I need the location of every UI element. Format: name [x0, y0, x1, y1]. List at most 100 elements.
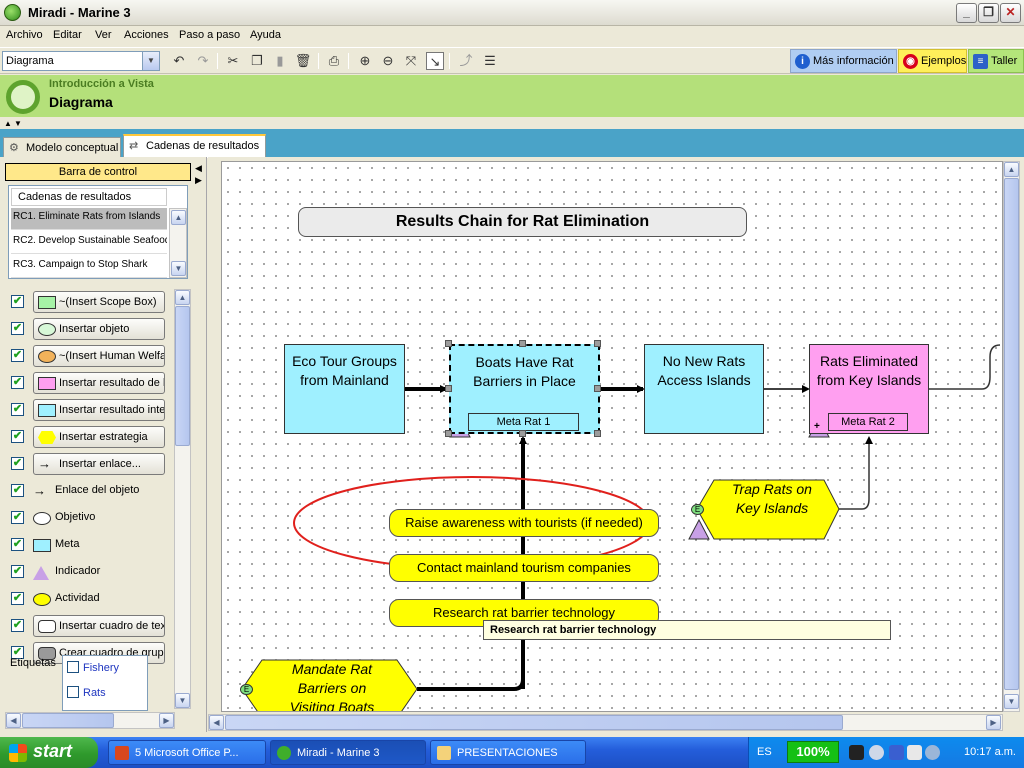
- more-info-button[interactable]: i Más información: [790, 49, 897, 73]
- zoom-out-icon[interactable]: ⊖: [382, 53, 394, 68]
- canvas-vscrollbar[interactable]: ▲ ▼: [1003, 161, 1020, 712]
- menu-paso-a-paso[interactable]: Paso a paso: [179, 29, 241, 41]
- selection-handle[interactable]: [445, 340, 452, 347]
- language-indicator[interactable]: ES: [757, 746, 772, 758]
- print-icon[interactable]: ⎙: [328, 53, 340, 68]
- collapse-up-icon[interactable]: ▲: [4, 119, 12, 128]
- scroll-thumb[interactable]: [225, 715, 843, 730]
- legend-insert-button[interactable]: Insertar objeto: [33, 318, 165, 340]
- selection-handle[interactable]: [519, 340, 526, 347]
- zoom-indicator[interactable]: 100%: [787, 741, 839, 763]
- link-arrow[interactable]: [929, 344, 1001, 390]
- user-icon[interactable]: [889, 745, 904, 760]
- panel-collapse-icon[interactable]: ◀: [195, 163, 202, 173]
- legend-scrollbar[interactable]: ▲ ▼: [174, 289, 191, 709]
- checkbox[interactable]: ✔: [11, 511, 24, 524]
- legend-insert-button[interactable]: Insertar cuadro de texto: [33, 615, 165, 637]
- activity-contact-companies[interactable]: Contact mainland tourism companies: [389, 554, 659, 582]
- legend-insert-button[interactable]: ~(Insert Scope Box): [33, 291, 165, 313]
- undo-icon[interactable]: ↶: [173, 53, 185, 68]
- zoom-in-icon[interactable]: ⊕: [359, 53, 371, 68]
- task-folder[interactable]: PRESENTACIONES: [430, 740, 586, 765]
- left-panel-hscrollbar[interactable]: ◀ ▶: [5, 712, 175, 729]
- legend-row-insert-human-welfare[interactable]: ✔ ~(Insert Human Welfare: [11, 345, 181, 367]
- diagram-title-box[interactable]: Results Chain for Rat Elimination: [298, 207, 747, 237]
- tab-results-chains[interactable]: ⇄ Cadenas de resultados: [123, 134, 266, 158]
- checkbox[interactable]: ✔: [11, 619, 24, 632]
- delete-icon[interactable]: 🗑: [294, 53, 312, 68]
- list-item[interactable]: RC1. Eliminate Rats from Islands: [11, 208, 167, 230]
- chevron-down-icon[interactable]: ▼: [142, 52, 159, 70]
- view-select[interactable]: Diagrama ▼: [2, 51, 160, 71]
- goal-badge-meta-rat-1[interactable]: Meta Rat 1: [468, 413, 579, 431]
- legend-row-insertar-cuadro-de-texto[interactable]: ✔ Insertar cuadro de texto: [11, 615, 181, 637]
- scroll-left-icon[interactable]: ◀: [209, 715, 224, 730]
- layers-icon[interactable]: ☰: [484, 53, 496, 68]
- scroll-thumb[interactable]: [1004, 178, 1019, 690]
- scroll-down-icon[interactable]: ▼: [171, 261, 186, 276]
- selection-handle[interactable]: [445, 430, 452, 437]
- link-arrow[interactable]: [839, 436, 873, 510]
- minimize-button[interactable]: _: [956, 3, 977, 23]
- legend-insert-button[interactable]: ~(Insert Human Welfare: [33, 345, 165, 367]
- redo-icon[interactable]: ↷: [197, 53, 209, 68]
- network-icon[interactable]: [925, 745, 940, 760]
- scroll-down-icon[interactable]: ▼: [1004, 694, 1019, 709]
- selection-handle[interactable]: [445, 385, 452, 392]
- checkbox[interactable]: ✔: [11, 403, 24, 416]
- paste-icon[interactable]: ▮: [276, 53, 284, 68]
- list-item[interactable]: RC3. Campaign to Stop Shark: [11, 256, 167, 278]
- strategy-mandate-barriers[interactable]: [241, 659, 418, 712]
- restore-button[interactable]: ❐: [978, 3, 999, 23]
- checkbox[interactable]: ✔: [11, 592, 24, 605]
- legend-row-objetivo[interactable]: ✔Objetivo: [11, 507, 181, 529]
- chains-scrollbar[interactable]: ▲ ▼: [169, 208, 187, 278]
- bend-point-icon[interactable]: ⤴: [459, 53, 473, 68]
- checkbox[interactable]: ✔: [11, 349, 24, 362]
- control-bar-title[interactable]: Barra de control: [5, 163, 191, 181]
- strategy-trap-rats[interactable]: [696, 479, 840, 540]
- activity-research-technology[interactable]: Research rat barrier technology: [389, 599, 659, 627]
- goal-badge-meta-rat-2[interactable]: Meta Rat 2: [828, 413, 908, 431]
- cut-icon[interactable]: ✂: [227, 53, 239, 68]
- menu-acciones[interactable]: Acciones: [124, 29, 169, 41]
- scroll-up-icon[interactable]: ▲: [175, 290, 190, 305]
- menu-editar[interactable]: Editar: [53, 29, 82, 41]
- scroll-right-icon[interactable]: ▶: [986, 715, 1001, 730]
- scroll-thumb[interactable]: [22, 713, 114, 728]
- selection-handle[interactable]: [519, 430, 526, 437]
- checkbox[interactable]: ✔: [11, 646, 24, 659]
- legend-row-insertar-estrategia[interactable]: ✔ Insertar estrategia: [11, 426, 181, 448]
- checkbox[interactable]: ✔: [11, 457, 24, 470]
- scroll-thumb[interactable]: [175, 306, 190, 446]
- activity-raise-awareness[interactable]: Raise awareness with tourists (if needed…: [389, 509, 659, 537]
- selection-handle[interactable]: [594, 340, 601, 347]
- legend-insert-button[interactable]: →Insertar enlace...: [33, 453, 165, 475]
- canvas-hscrollbar[interactable]: ◀ ▶: [208, 714, 1003, 731]
- start-button[interactable]: start: [0, 737, 98, 768]
- checkbox[interactable]: ✔: [11, 430, 24, 443]
- checkbox[interactable]: [67, 661, 79, 673]
- selection-handle[interactable]: [594, 385, 601, 392]
- scroll-up-icon[interactable]: ▲: [171, 210, 186, 225]
- link-arrow[interactable]: [417, 678, 525, 691]
- expand-down-icon[interactable]: ▼: [14, 119, 22, 128]
- zoom-fit-icon[interactable]: ⤧: [405, 53, 417, 68]
- volume-icon[interactable]: [907, 745, 922, 760]
- examples-button[interactable]: ◉ Ejemplos: [898, 49, 967, 73]
- legend-row-meta[interactable]: ✔Meta: [11, 534, 181, 556]
- checkbox[interactable]: ✔: [11, 484, 24, 497]
- task-office[interactable]: 5 Microsoft Office P...: [108, 740, 266, 765]
- menu-ayuda[interactable]: Ayuda: [250, 29, 281, 41]
- workshop-button[interactable]: ≡ Taller: [968, 49, 1024, 73]
- legend-row-insertar-objeto[interactable]: ✔Insertar objeto: [11, 318, 181, 340]
- legend-row-insertar-enlace[interactable]: ✔ →Insertar enlace...: [11, 453, 181, 475]
- legend-row-actividad[interactable]: ✔Actividad: [11, 588, 181, 610]
- diagram-canvas[interactable]: Results Chain for Rat Elimination Eco To…: [221, 161, 1003, 712]
- indicator-triangle-icon[interactable]: [688, 518, 710, 540]
- checkbox[interactable]: ✔: [11, 376, 24, 389]
- scroll-left-icon[interactable]: ◀: [6, 713, 21, 728]
- checkbox[interactable]: ✔: [11, 295, 24, 308]
- legend-insert-button[interactable]: Insertar estrategia: [33, 426, 165, 448]
- legend-row-insertar-resultado-interm[interactable]: ✔Insertar resultado interm: [11, 399, 181, 421]
